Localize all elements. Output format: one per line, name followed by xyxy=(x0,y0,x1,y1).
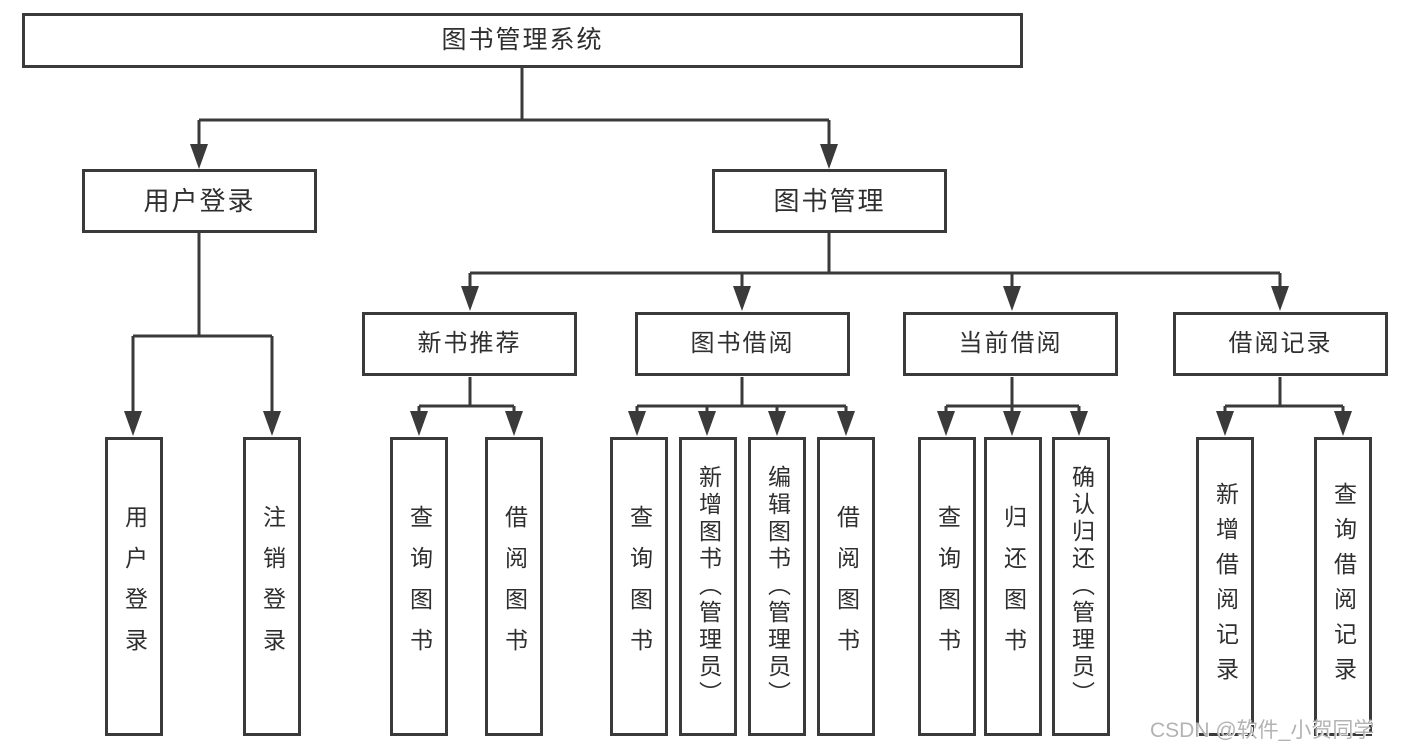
node-book-mgmt: 图书管理 xyxy=(712,169,947,233)
node-user-login: 用户登录 xyxy=(82,169,317,233)
node-confirm-return: 确认归还（管理员） xyxy=(1052,437,1110,736)
node-query-books-1: 查询图书 xyxy=(390,437,448,736)
node-user-login-leaf: 用户登录 xyxy=(105,437,163,736)
node-borrow-records: 借阅记录 xyxy=(1173,312,1388,376)
node-root: 图书管理系统 xyxy=(22,13,1023,68)
node-borrow-books-1: 借阅图书 xyxy=(485,437,543,736)
node-add-borrow-record: 新增借阅记录 xyxy=(1196,437,1254,736)
node-query-books-3: 查询图书 xyxy=(918,437,976,736)
watermark: CSDN @软件_小贺同学 xyxy=(1150,719,1375,742)
node-edit-books: 编辑图书（管理员） xyxy=(748,437,806,736)
node-query-borrow-record: 查询借阅记录 xyxy=(1314,437,1372,736)
node-new-books: 新书推荐 xyxy=(362,312,577,376)
node-book-borrow: 图书借阅 xyxy=(635,312,850,376)
node-borrow-books-2: 借阅图书 xyxy=(817,437,875,736)
node-query-books-2: 查询图书 xyxy=(610,437,668,736)
node-add-books: 新增图书（管理员） xyxy=(679,437,737,736)
node-current-borrow: 当前借阅 xyxy=(903,312,1118,376)
node-logout: 注销登录 xyxy=(243,437,301,736)
node-return-books: 归还图书 xyxy=(984,437,1042,736)
